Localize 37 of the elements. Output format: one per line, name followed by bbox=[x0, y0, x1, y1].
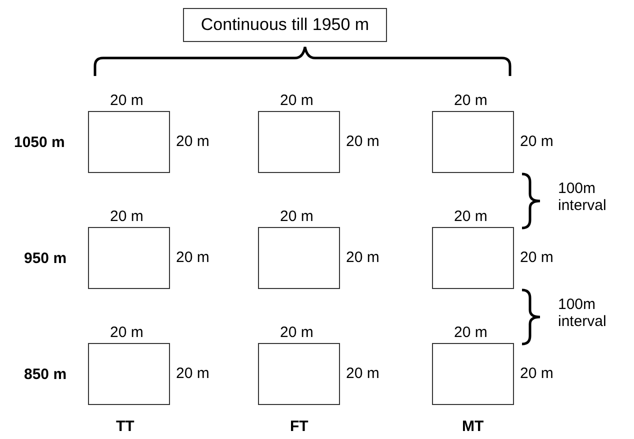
dimension-label: 20 m bbox=[454, 209, 488, 224]
dimension-label: 20 m bbox=[280, 325, 314, 340]
plot-square bbox=[432, 227, 514, 289]
dimension-label: 20 m bbox=[346, 134, 380, 149]
plot-square bbox=[258, 111, 340, 173]
dimension-label: 20 m bbox=[280, 209, 314, 224]
plot-square bbox=[432, 343, 514, 405]
row-label: 1050 m bbox=[14, 134, 65, 152]
interval-label: 100m interval bbox=[558, 180, 608, 214]
column-label: MT bbox=[462, 418, 484, 436]
row-label: 850 m bbox=[24, 366, 67, 384]
dimension-label: 20 m bbox=[454, 325, 488, 340]
plot-square bbox=[258, 343, 340, 405]
dimension-label: 20 m bbox=[280, 93, 314, 108]
column-label: FT bbox=[290, 418, 308, 436]
dimension-label: 20 m bbox=[176, 134, 210, 149]
plot-square bbox=[258, 227, 340, 289]
title-box bbox=[183, 8, 387, 42]
dimension-label: 20 m bbox=[520, 250, 554, 265]
plot-square bbox=[88, 227, 170, 289]
dimension-label: 20 m bbox=[520, 134, 554, 149]
plot-square bbox=[88, 111, 170, 173]
dimension-label: 20 m bbox=[346, 366, 380, 381]
plot-square bbox=[432, 111, 514, 173]
column-label: TT bbox=[116, 418, 134, 436]
interval-label: 100m interval bbox=[558, 296, 608, 330]
dimension-label: 20 m bbox=[110, 325, 144, 340]
dimension-label: 20 m bbox=[520, 366, 554, 381]
dimension-label: 20 m bbox=[176, 250, 210, 265]
plot-square bbox=[88, 343, 170, 405]
dimension-label: 20 m bbox=[346, 250, 380, 265]
row-label: 950 m bbox=[24, 250, 67, 268]
dimension-label: 20 m bbox=[176, 366, 210, 381]
dimension-label: 20 m bbox=[110, 93, 144, 108]
dimension-label: 20 m bbox=[110, 209, 144, 224]
title-text: Continuous till 1950 m bbox=[200, 15, 370, 35]
dimension-label: 20 m bbox=[454, 93, 488, 108]
